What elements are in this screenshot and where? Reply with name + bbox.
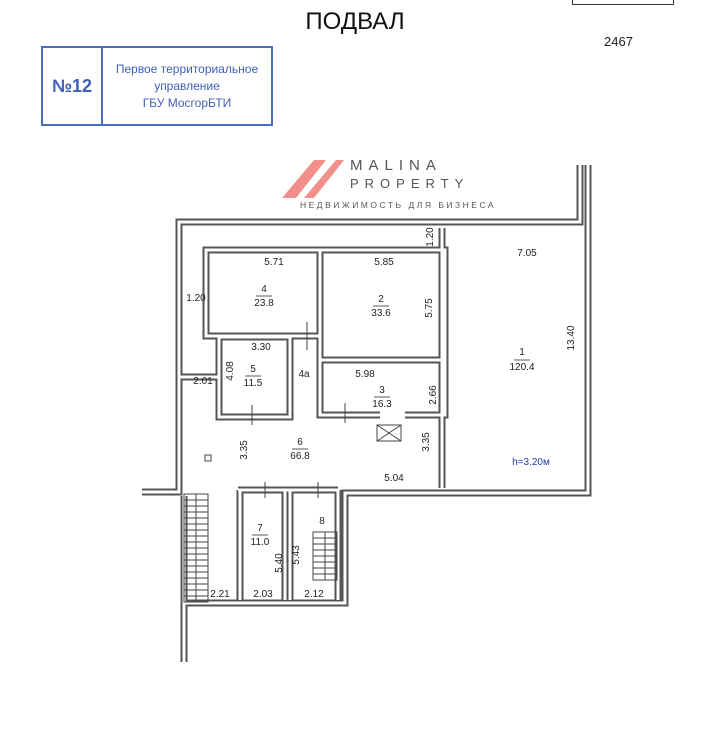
- room-number: 5: [250, 364, 256, 375]
- dimension-label: 2.12: [304, 589, 324, 600]
- room-number: 4а: [298, 369, 310, 380]
- room-number: 7: [257, 523, 263, 534]
- room-number: 6: [297, 437, 303, 448]
- dimension-label: 5.43: [291, 545, 302, 565]
- column: [204, 454, 212, 462]
- room-area: 66.8: [290, 451, 310, 462]
- dimension-label: 3.30: [251, 342, 271, 353]
- bti-stamp: №12 Первое территориальное управление ГБ…: [41, 46, 273, 126]
- room-area: 120.4: [509, 362, 534, 373]
- room-area: 16.3: [372, 399, 392, 410]
- ceiling-height-note: h=3.20м: [512, 457, 550, 468]
- dimension-label: 2.66: [428, 385, 439, 405]
- stamp-line: ГБУ МосгорБТИ: [142, 95, 232, 110]
- walls-inner-fill: [142, 165, 590, 662]
- room-number: 4: [261, 284, 267, 295]
- dimension-labels: 7.05 13.40 1.20 5.71 5.85 5.75 1.20 3.30…: [186, 227, 577, 600]
- dimension-label: 5.40: [274, 553, 285, 573]
- dimension-label: 5.98: [355, 369, 375, 380]
- vent-shaft: [376, 424, 402, 442]
- page-title: ПОДВАЛ: [305, 8, 405, 35]
- watermark-tagline: НЕДВИЖИМОСТЬ ДЛЯ БИЗНЕСА: [300, 200, 496, 210]
- watermark-line2: PROPERTY: [350, 176, 469, 191]
- dimension-label: 5.75: [424, 298, 435, 318]
- room-number: 3: [379, 385, 385, 396]
- fraction-bars: [245, 295, 530, 536]
- dimension-label: 3.35: [239, 440, 250, 460]
- dimension-label: 2.01: [193, 376, 213, 387]
- dimension-label: 1.20: [186, 293, 206, 304]
- dimension-label: 3.35: [421, 432, 432, 452]
- dimension-label: 7.05: [517, 248, 537, 259]
- watermark-line1: MALINA: [350, 157, 442, 174]
- room-area: 11.0: [251, 537, 270, 548]
- room-number: 8: [319, 516, 325, 527]
- dimension-label: 5.71: [264, 257, 284, 268]
- dimension-label: 4.08: [225, 361, 236, 381]
- room-labels: 1 120.4 2 33.6 3 16.3 4 23.8 4а 5 11.5 6…: [244, 284, 535, 548]
- room-area: 11.5: [244, 378, 263, 389]
- dimension-label: 2.03: [253, 589, 273, 600]
- sheet-number: 2467: [604, 34, 633, 49]
- room-area: 33.6: [371, 308, 391, 319]
- dimension-label: 13.40: [566, 325, 577, 350]
- door-marks: [251, 322, 346, 498]
- dimension-label: 5.85: [374, 257, 394, 268]
- watermark-logo-icon: [282, 160, 344, 198]
- stamp-line: управление: [154, 78, 220, 93]
- room-area: 23.8: [254, 298, 274, 309]
- stamp-number: №12: [43, 48, 103, 124]
- room-number: 2: [378, 294, 384, 305]
- dimension-label: 5.04: [384, 473, 404, 484]
- dimension-label: 2.21: [210, 589, 230, 600]
- dimension-label: 1.20: [425, 227, 436, 247]
- stair-treads: [184, 494, 337, 602]
- watermark: MALINA PROPERTY НЕДВИЖИМОСТЬ ДЛЯ БИЗНЕСА: [282, 157, 496, 210]
- stamp-line: Первое территориальное: [115, 61, 259, 76]
- top-cropped-mark: [572, 0, 674, 5]
- room-number: 1: [519, 347, 525, 358]
